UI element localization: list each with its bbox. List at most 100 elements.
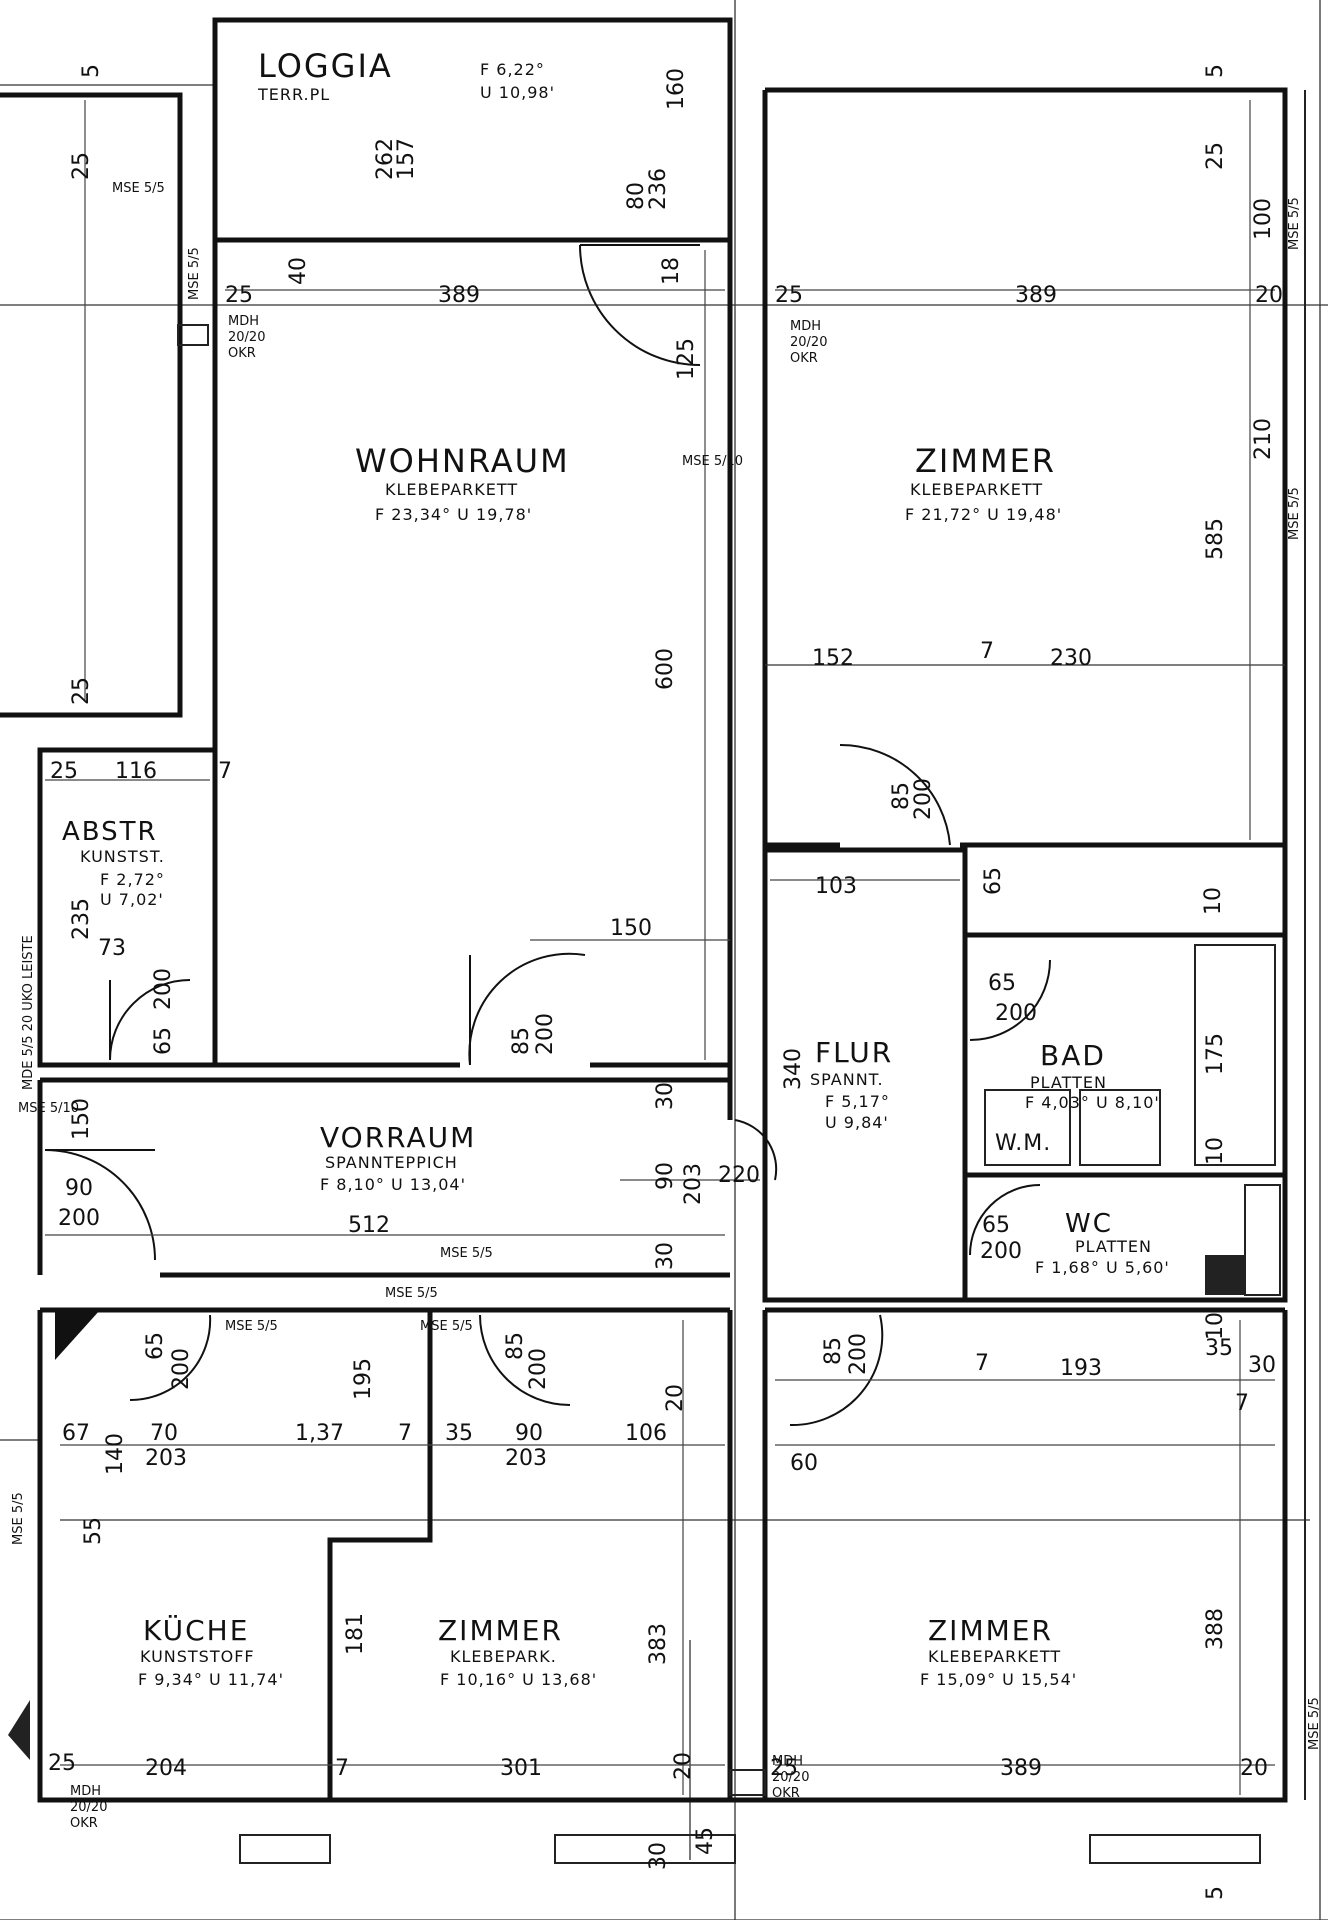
svg-text:193: 193 [1060,1356,1102,1381]
room-flur: FLUR SPANNT. F 5,17° U 9,84' [810,1036,891,1132]
svg-text:30: 30 [653,1082,678,1110]
room-wohnraum: WOHNRAUM KLEBEPARKETT F 23,34° U 19,78' [355,442,568,524]
svg-text:MSE 5/5: MSE 5/5 [385,1286,438,1301]
svg-text:25: 25 [69,152,94,180]
svg-text:230: 230 [1050,646,1092,671]
svg-text:20: 20 [1240,1756,1268,1781]
svg-text:MSE 5/5: MSE 5/5 [112,181,165,196]
svg-text:20/20: 20/20 [790,335,827,350]
room-name: BAD [1040,1039,1106,1072]
svg-text:152: 152 [812,646,854,671]
svg-text:140: 140 [103,1433,128,1475]
washing-machine-label: W.M. [995,1131,1051,1156]
svg-text:55: 55 [81,1517,106,1545]
svg-text:340: 340 [781,1048,806,1090]
svg-text:40: 40 [286,257,311,285]
room-abstr: ABSTR KUNSTST. F 2,72° U 7,02' [62,817,164,909]
svg-text:MSE 5/5: MSE 5/5 [420,1319,473,1334]
svg-text:200: 200 [846,1333,871,1375]
svg-text:85: 85 [889,782,914,810]
svg-text:MSE 5/5: MSE 5/5 [11,1492,26,1545]
svg-text:OKR: OKR [790,351,818,366]
room-area-line: F 1,68° U 5,60' [1035,1258,1170,1277]
room-floor: KLEBEPARKETT [385,480,518,499]
svg-text:103: 103 [815,874,857,899]
room-bad: BAD PLATTEN F 4,03° U 8,10' W.M. [995,1039,1159,1156]
flur-door [839,743,951,846]
svg-text:OKR: OKR [772,1786,800,1801]
room-name: KÜCHE [143,1613,249,1647]
svg-text:MDH: MDH [772,1754,803,1769]
room-floor: PLATTEN [1030,1073,1107,1092]
svg-text:200: 200 [980,1239,1022,1264]
svg-text:600: 600 [653,648,678,690]
svg-text:85: 85 [821,1337,846,1365]
svg-text:301: 301 [500,1756,542,1781]
svg-text:383: 383 [646,1623,671,1665]
loggia-door [579,244,701,366]
abstr-door [109,979,191,1061]
svg-text:30: 30 [1248,1353,1276,1378]
room-name: LOGGIA [258,47,393,85]
svg-text:236: 236 [646,168,671,210]
room-name: WC [1065,1209,1113,1239]
svg-text:35: 35 [445,1421,473,1446]
svg-text:30: 30 [653,1242,678,1270]
symbols [8,324,1245,1796]
bad-door [969,959,1051,1041]
svg-text:MSE 5/10: MSE 5/10 [18,1101,79,1116]
dimension-lines [45,100,1275,1795]
kueche-door [129,1314,212,1402]
room-floor: KUNSTSTOFF [140,1647,255,1666]
svg-text:MSE 5/10: MSE 5/10 [682,454,743,469]
svg-text:262: 262 [373,138,398,180]
svg-text:MSE 5/5: MSE 5/5 [225,1319,278,1334]
svg-text:157: 157 [394,138,419,180]
svg-text:65: 65 [151,1027,176,1055]
svg-text:100: 100 [1251,198,1276,240]
room-area-line: F 9,34° U 11,74' [138,1670,284,1689]
room-floor: SPANNT. [810,1070,884,1089]
svg-text:116: 116 [115,759,157,784]
svg-text:25: 25 [48,1751,76,1776]
room-floor: TERR.PL [257,85,330,104]
svg-text:20: 20 [671,1752,696,1780]
svg-text:585: 585 [1203,518,1228,560]
vorraum-flur-door [734,1119,778,1181]
svg-text:125: 125 [674,338,699,380]
svg-text:25: 25 [775,283,803,308]
svg-text:5: 5 [1203,64,1228,78]
room-area-line: F 10,16° U 13,68' [440,1670,597,1689]
svg-text:7: 7 [975,1351,989,1376]
svg-text:60: 60 [790,1451,818,1476]
svg-text:20/20: 20/20 [228,330,265,345]
room-name: ZIMMER [915,442,1056,480]
svg-text:203: 203 [505,1446,547,1471]
svg-text:389: 389 [1000,1756,1042,1781]
svg-text:195: 195 [351,1358,376,1400]
annotations: MDH 20/20 OKR MDH 20/20 OKR MDH 20/20 OK… [11,64,1322,1900]
room-wc: WC PLATTEN F 1,68° U 5,60' [1035,1209,1170,1277]
room-loggia: LOGGIA TERR.PL F 6,22° U 10,98' [257,47,554,104]
room-perimeter: U 7,02' [100,890,164,909]
svg-text:220: 220 [718,1163,760,1188]
svg-text:67: 67 [62,1421,90,1446]
svg-text:389: 389 [1015,283,1057,308]
svg-text:200: 200 [911,778,936,820]
svg-text:10: 10 [1203,1312,1228,1340]
room-name: ZIMMER [438,1614,563,1647]
svg-text:25: 25 [69,677,94,705]
svg-text:203: 203 [681,1163,706,1205]
svg-text:150: 150 [69,1098,94,1140]
svg-text:90: 90 [653,1162,678,1190]
svg-text:MSE 5/5: MSE 5/5 [1287,487,1302,540]
window-details [239,90,1306,1864]
svg-text:OKR: OKR [228,346,256,361]
svg-text:200: 200 [533,1013,558,1055]
room-floor: PLATTEN [1075,1237,1152,1256]
svg-text:MSE 5/5: MSE 5/5 [1287,197,1302,250]
room-floor: KLEBEPARK. [450,1647,557,1666]
svg-text:MSE 5/5: MSE 5/5 [440,1246,493,1261]
room-floor: SPANNTEPPICH [325,1153,458,1172]
